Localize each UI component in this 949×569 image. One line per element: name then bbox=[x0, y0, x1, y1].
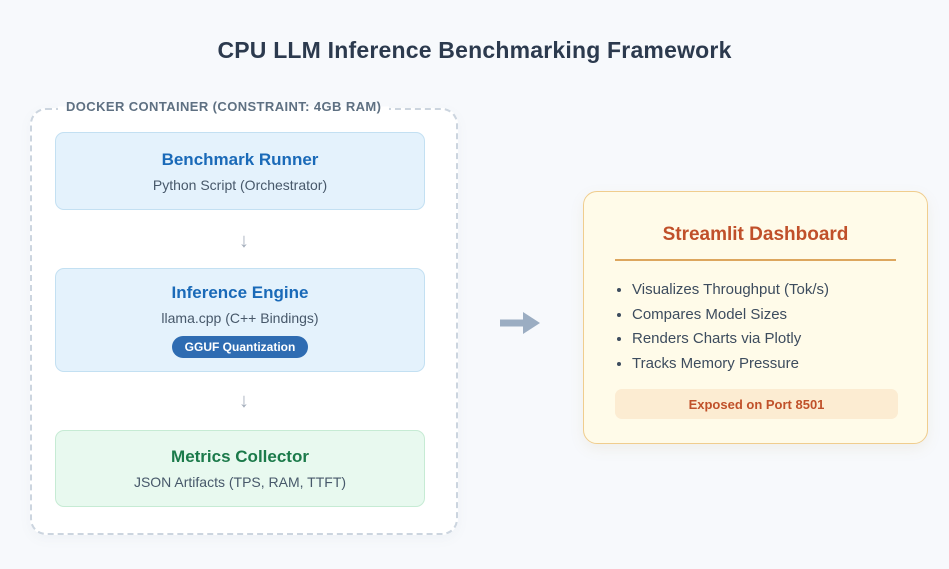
node-metrics-collector: Metrics Collector JSON Artifacts (TPS, R… bbox=[55, 430, 425, 507]
node-benchmark-runner-title: Benchmark Runner bbox=[161, 149, 319, 169]
node-inference-engine: Inference Engine llama.cpp (C++ Bindings… bbox=[55, 268, 425, 372]
feature-item: Visualizes Throughput (Tok/s) bbox=[632, 278, 896, 303]
dashboard-title-rule bbox=[615, 259, 896, 261]
node-metrics-collector-title: Metrics Collector bbox=[171, 447, 309, 466]
down-arrow-icon: ↓ bbox=[239, 230, 249, 252]
docker-container-label: DOCKER CONTAINER (CONSTRAINT: 4GB RAM) bbox=[58, 99, 390, 114]
feature-item: Renders Charts via Plotly bbox=[632, 327, 896, 352]
page-title: CPU LLM Inference Benchmarking Framework bbox=[217, 37, 732, 63]
down-arrow-icon: ↓ bbox=[239, 390, 249, 412]
dashboard-feature-list: Visualizes Throughput (Tok/s) Compares M… bbox=[615, 278, 896, 376]
gguf-quantization-badge: GGUF Quantization bbox=[171, 336, 309, 358]
streamlit-dashboard-card: Streamlit Dashboard Visualizes Throughpu… bbox=[583, 191, 928, 444]
feature-item: Tracks Memory Pressure bbox=[632, 352, 896, 377]
right-arrow-icon bbox=[500, 312, 540, 334]
node-metrics-collector-subtitle: JSON Artifacts (TPS, RAM, TTFT) bbox=[133, 474, 347, 490]
node-benchmark-runner: Benchmark Runner Python Script (Orchestr… bbox=[55, 132, 425, 210]
docker-container-group: DOCKER CONTAINER (CONSTRAINT: 4GB RAM) B… bbox=[30, 99, 458, 535]
node-inference-engine-title: Inference Engine bbox=[171, 283, 309, 302]
node-benchmark-runner-subtitle: Python Script (Orchestrator) bbox=[152, 176, 328, 193]
port-exposure-badge: Exposed on Port 8501 bbox=[615, 389, 898, 419]
feature-item: Compares Model Sizes bbox=[632, 303, 896, 328]
dashboard-title: Streamlit Dashboard bbox=[662, 224, 849, 245]
node-inference-engine-subtitle: llama.cpp (C++ Bindings) bbox=[161, 310, 319, 326]
